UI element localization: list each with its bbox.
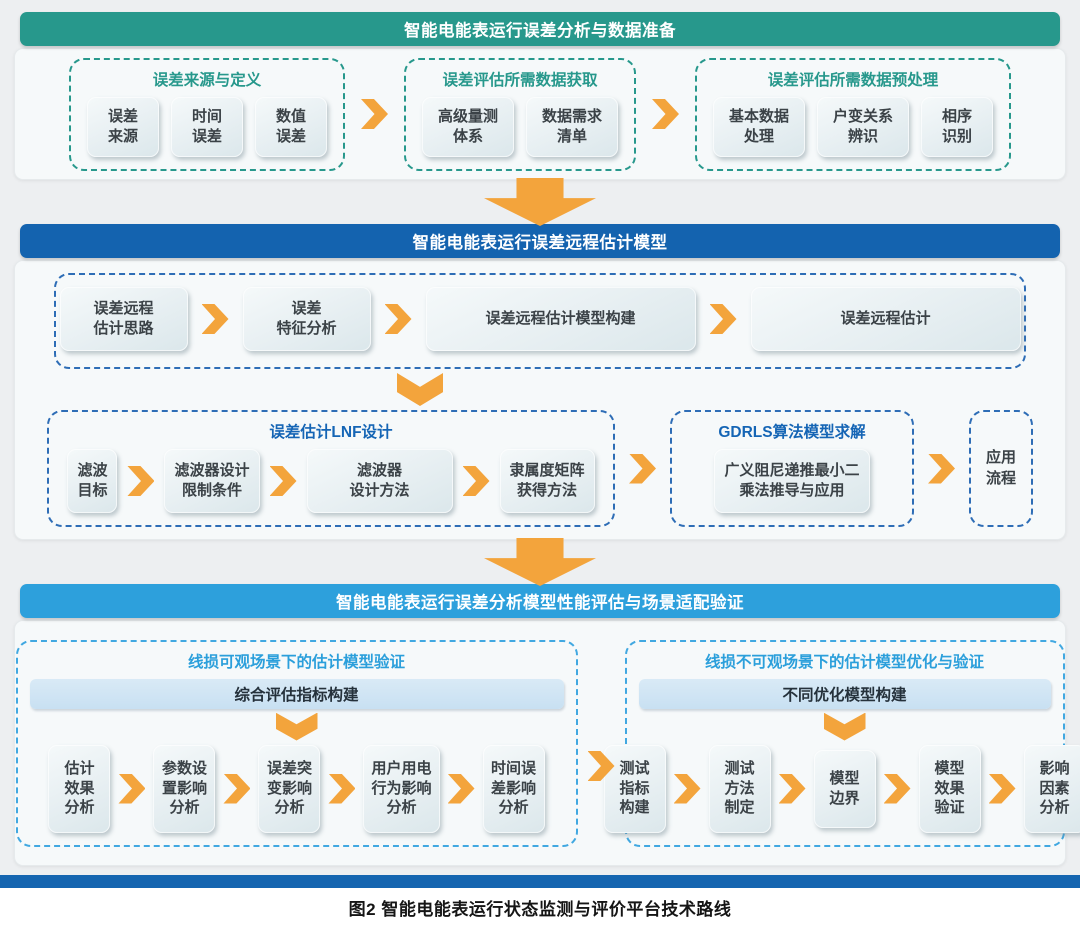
group-title: 误差来源与定义 bbox=[152, 71, 262, 89]
arrow-right-icon bbox=[447, 773, 475, 804]
flow-step: 误差远程 估计思路 bbox=[59, 287, 188, 351]
flow-step: 时间误 差影响 分析 bbox=[482, 744, 545, 833]
arrow-right-icon bbox=[328, 773, 356, 804]
arrow-right-icon bbox=[201, 304, 229, 334]
arrow-down-icon bbox=[823, 712, 866, 741]
flow-step: 误差 来源 bbox=[87, 96, 159, 157]
bottom-divider bbox=[0, 875, 1080, 888]
arrow-right-icon bbox=[223, 773, 251, 804]
section-performance-validation: 智能电能表运行误差分析模型性能评估与场景适配验证 线损可观场景下的估计模型验证 … bbox=[14, 584, 1080, 866]
group-title: 误差估计LNF设计 bbox=[269, 424, 393, 441]
flow-step: 滤波 目标 bbox=[67, 449, 118, 513]
arrow-down-icon bbox=[275, 712, 318, 741]
arrow-right-icon bbox=[629, 453, 656, 484]
flow-step: 滤波器 设计方法 bbox=[306, 449, 453, 513]
caption-area: 图2 智能电能表运行状态监测与评价平台技术路线 bbox=[0, 888, 1080, 926]
flow-step: 时间 误差 bbox=[171, 96, 243, 157]
group-data-acquisition: 误差评估所需数据获取 高级量测 体系 数据需求 清单 bbox=[404, 57, 636, 171]
arrow-right-icon bbox=[883, 773, 911, 804]
flow-step: 高级量测 体系 bbox=[422, 96, 514, 157]
section-2-panel: 误差远程 估计思路 误差 特征分析 误差远程估计模型构建 误差远程估计 误差估计… bbox=[14, 260, 1066, 540]
flow-step: 数据需求 清单 bbox=[526, 96, 618, 157]
flow-step: 基本数据 处理 bbox=[713, 96, 805, 157]
group-title: 线损可观场景下的估计模型验证 bbox=[187, 653, 405, 671]
flow-step: 户变关系 辨识 bbox=[817, 96, 909, 157]
flow-step: 误差突 变影响 分析 bbox=[258, 744, 321, 833]
flow-step: 估计 效果 分析 bbox=[48, 744, 111, 833]
flow-step: 误差远程估计 bbox=[750, 287, 1021, 351]
section-remote-estimation-model: 智能电能表运行误差远程估计模型 误差远程 估计思路 误差 特征分析 误差远程估计… bbox=[14, 224, 1066, 540]
section-3-header: 智能电能表运行误差分析模型性能评估与场景适配验证 bbox=[20, 584, 1060, 618]
group-data-preprocessing: 误差评估所需数据预处理 基本数据 处理 户变关系 辨识 相序 识别 bbox=[695, 57, 1011, 171]
subheader-bar: 综合评估指标构建 bbox=[29, 678, 564, 709]
section-1-header: 智能电能表运行误差分析与数据准备 bbox=[20, 12, 1060, 46]
arrow-right-icon bbox=[778, 773, 806, 804]
flow-step: 相序 识别 bbox=[921, 96, 993, 157]
arrow-down-icon bbox=[397, 373, 443, 406]
big-arrow-down-icon bbox=[484, 178, 596, 226]
flow-step: 用户用电 行为影响 分析 bbox=[363, 744, 440, 833]
figure-caption: 图2 智能电能表运行状态监测与评价平台技术路线 bbox=[348, 899, 732, 919]
section-2-header: 智能电能表运行误差远程估计模型 bbox=[20, 224, 1060, 258]
group-title: GDRLS算法模型求解 bbox=[718, 424, 866, 441]
flow-step: 广义阻尼递推最小二 乘法推导与应用 bbox=[714, 449, 870, 513]
group-observable-line-loss: 线损可观场景下的估计模型验证 综合评估指标构建 估计 效果 分析 参数设 置影响… bbox=[15, 639, 578, 847]
arrow-right-icon bbox=[127, 466, 155, 496]
group-lnf-design: 误差估计LNF设计 滤波 目标 滤波器设计 限制条件 滤波器 设计方法 隶属度矩… bbox=[47, 410, 615, 527]
section-data-prep: 智能电能表运行误差分析与数据准备 误差来源与定义 误差 来源 时间 误差 数值 … bbox=[14, 12, 1066, 180]
group-error-source-definition: 误差来源与定义 误差 来源 时间 误差 数值 误差 bbox=[69, 57, 345, 171]
flow-step: 应用 流程 bbox=[985, 449, 1016, 487]
arrow-right-icon bbox=[361, 99, 388, 129]
flow-step: 模型 效果 验证 bbox=[918, 744, 981, 833]
flow-step: 误差远程估计模型构建 bbox=[425, 287, 696, 351]
arrow-right-icon bbox=[269, 466, 297, 496]
arrow-right-icon bbox=[652, 99, 679, 129]
flow-step: 影响 因素 分析 bbox=[1023, 744, 1080, 833]
flow-step: 测试 方法 制定 bbox=[708, 744, 771, 833]
flow-step: 滤波器设计 限制条件 bbox=[164, 449, 260, 513]
flow-step: 数值 误差 bbox=[255, 96, 327, 157]
big-arrow-down-icon bbox=[484, 538, 596, 586]
flow-step: 模型 边界 bbox=[813, 749, 876, 828]
group-title: 线损不可观场景下的估计模型优化与验证 bbox=[704, 653, 984, 671]
subheader-bar: 不同优化模型构建 bbox=[638, 678, 1051, 709]
group-unobservable-line-loss: 线损不可观场景下的估计模型优化与验证 不同优化模型构建 测试 指标 构建 测试 … bbox=[603, 639, 1080, 847]
arrow-right-icon bbox=[709, 304, 737, 334]
section-1-panel: 误差来源与定义 误差 来源 时间 误差 数值 误差 误差评估所需数据获取 高级量… bbox=[14, 48, 1066, 180]
group-title: 误差评估所需数据预处理 bbox=[767, 71, 939, 89]
group-application-flow: 应用 流程 bbox=[969, 410, 1033, 527]
arrow-right-icon bbox=[928, 453, 955, 484]
arrow-right-icon bbox=[118, 773, 146, 804]
section-3-panel: 线损可观场景下的估计模型验证 综合评估指标构建 估计 效果 分析 参数设 置影响… bbox=[14, 620, 1080, 866]
group-title: 误差评估所需数据获取 bbox=[442, 71, 598, 89]
flow-step: 参数设 置影响 分析 bbox=[153, 744, 216, 833]
arrow-right-icon bbox=[988, 773, 1016, 804]
flowchart: 智能电能表运行误差分析与数据准备 误差来源与定义 误差 来源 时间 误差 数值 … bbox=[14, 12, 1080, 866]
flow-step: 测试 指标 构建 bbox=[603, 744, 666, 833]
arrow-right-icon bbox=[384, 304, 412, 334]
group-gdrls-solver: GDRLS算法模型求解 广义阻尼递推最小二 乘法推导与应用 bbox=[670, 410, 914, 527]
group-estimation-flow: 误差远程 估计思路 误差 特征分析 误差远程估计模型构建 误差远程估计 bbox=[54, 273, 1026, 369]
arrow-right-icon bbox=[673, 773, 701, 804]
flow-step: 隶属度矩阵 获得方法 bbox=[499, 449, 595, 513]
arrow-right-icon bbox=[462, 466, 490, 496]
flow-step: 误差 特征分析 bbox=[242, 287, 371, 351]
